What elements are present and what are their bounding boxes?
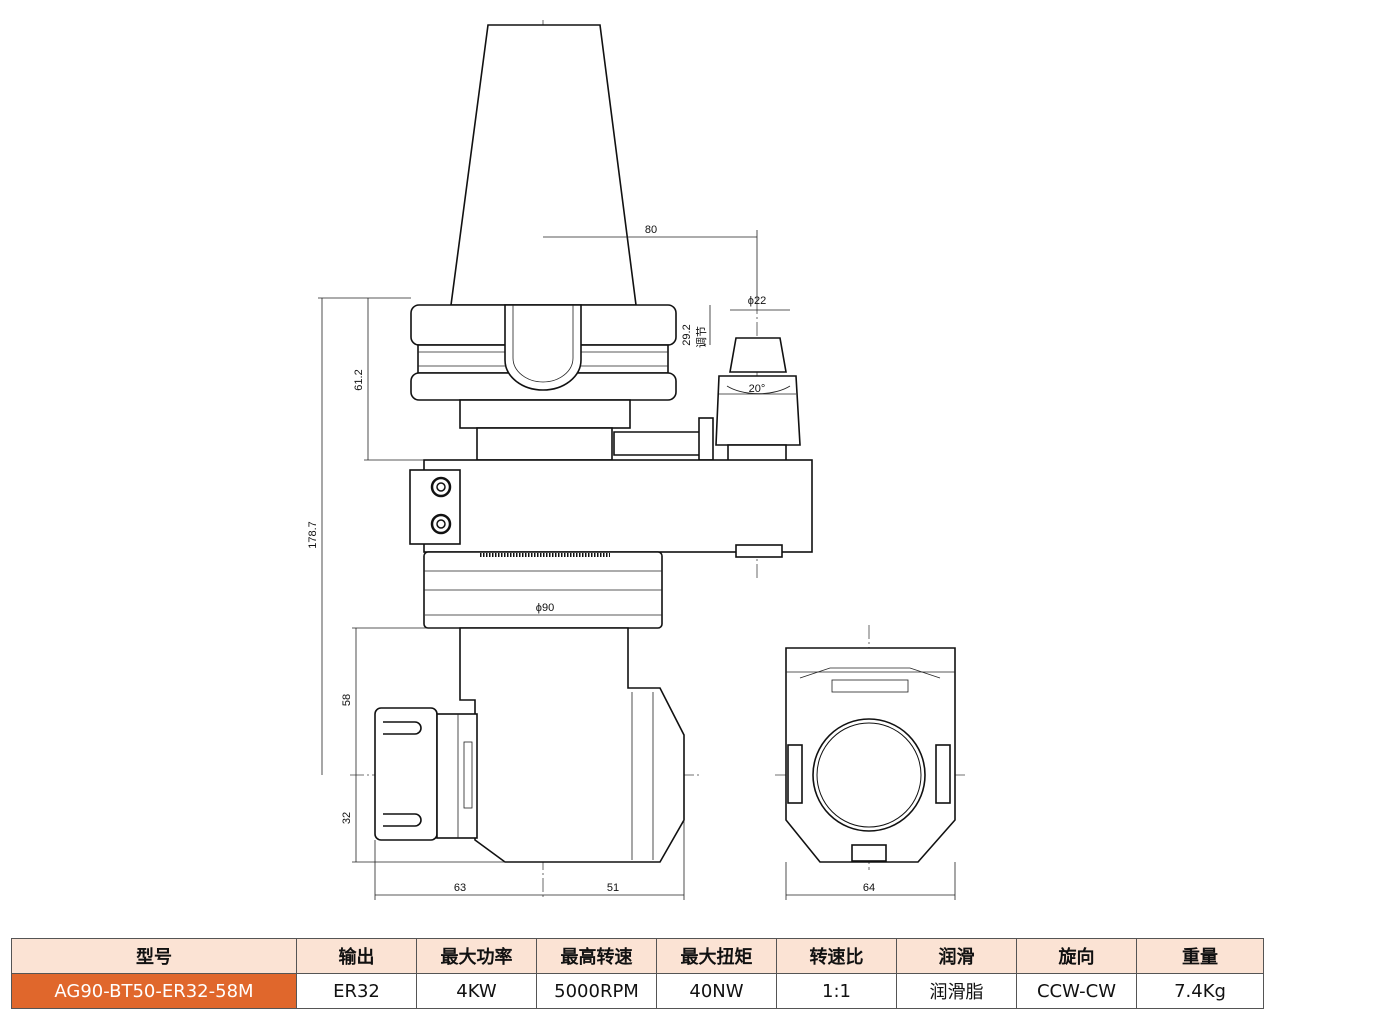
header-weight: 重量 (1136, 938, 1264, 974)
header-speed-ratio: 转速比 (776, 938, 897, 974)
tool-flange (410, 304, 677, 401)
dim-right-width: 51 (607, 882, 619, 894)
bt50-taper (450, 24, 637, 306)
dim-offset: 80 (645, 224, 657, 236)
collet-nut (374, 707, 478, 841)
value-max-torque: 40NW (656, 973, 777, 1009)
dim-total-length: 178.7 (307, 521, 319, 549)
spec-value-row: AG90-BT50-ER32-58M ER32 4KW 5000RPM 40NW… (11, 973, 1264, 1009)
value-output: ER32 (296, 973, 417, 1009)
spec-header-row: 型号 输出 最大功率 最高转速 最大扭矩 转速比 润滑 旋向 重量 (11, 938, 1264, 974)
dim-left-width: 63 (454, 882, 466, 894)
spindle-body (459, 627, 685, 863)
dimension-lines (318, 230, 956, 900)
dim-stop-block-angle: 20° (749, 383, 766, 395)
header-lubrication: 润滑 (896, 938, 1017, 974)
value-rotation: CCW-CW (1016, 973, 1137, 1009)
dim-spindle-height: 58 (341, 694, 353, 706)
dim-stop-block-note: 调节 (695, 326, 708, 348)
value-model: AG90-BT50-ER32-58M (11, 973, 297, 1009)
stop-block (715, 337, 801, 464)
end-view (785, 647, 956, 863)
dim-stop-block-dia: ϕ22 (748, 295, 766, 307)
header-model: 型号 (11, 938, 297, 974)
housing (409, 459, 813, 558)
tool-neck (459, 399, 714, 461)
value-lubrication: 润滑脂 (896, 973, 1017, 1009)
dim-end-width: 64 (863, 882, 875, 894)
header-output: 输出 (296, 938, 417, 974)
header-max-power: 最大功率 (416, 938, 537, 974)
dim-nose-offset: 32 (341, 812, 353, 824)
header-rotation: 旋向 (1016, 938, 1137, 974)
gear-section (423, 551, 663, 629)
dim-stop-block-height: 29.2 (681, 324, 693, 345)
value-max-power: 4KW (416, 973, 537, 1009)
dim-gauge-to-housing: 61.2 (353, 369, 365, 390)
dim-housing-dia: ϕ90 (536, 602, 554, 614)
value-speed-ratio: 1:1 (776, 973, 897, 1009)
header-max-torque: 最大扭矩 (656, 938, 777, 974)
value-max-speed: 5000RPM (536, 973, 657, 1009)
technical-drawing: 80 ϕ22 29.2 调节 20° 61.2 178.7 ϕ90 58 32 … (307, 20, 965, 900)
spec-table: 型号 输出 最大功率 最高转速 最大扭矩 转速比 润滑 旋向 重量 AG90-B… (11, 938, 1264, 1009)
value-weight: 7.4Kg (1136, 973, 1264, 1009)
header-max-speed: 最高转速 (536, 938, 657, 974)
